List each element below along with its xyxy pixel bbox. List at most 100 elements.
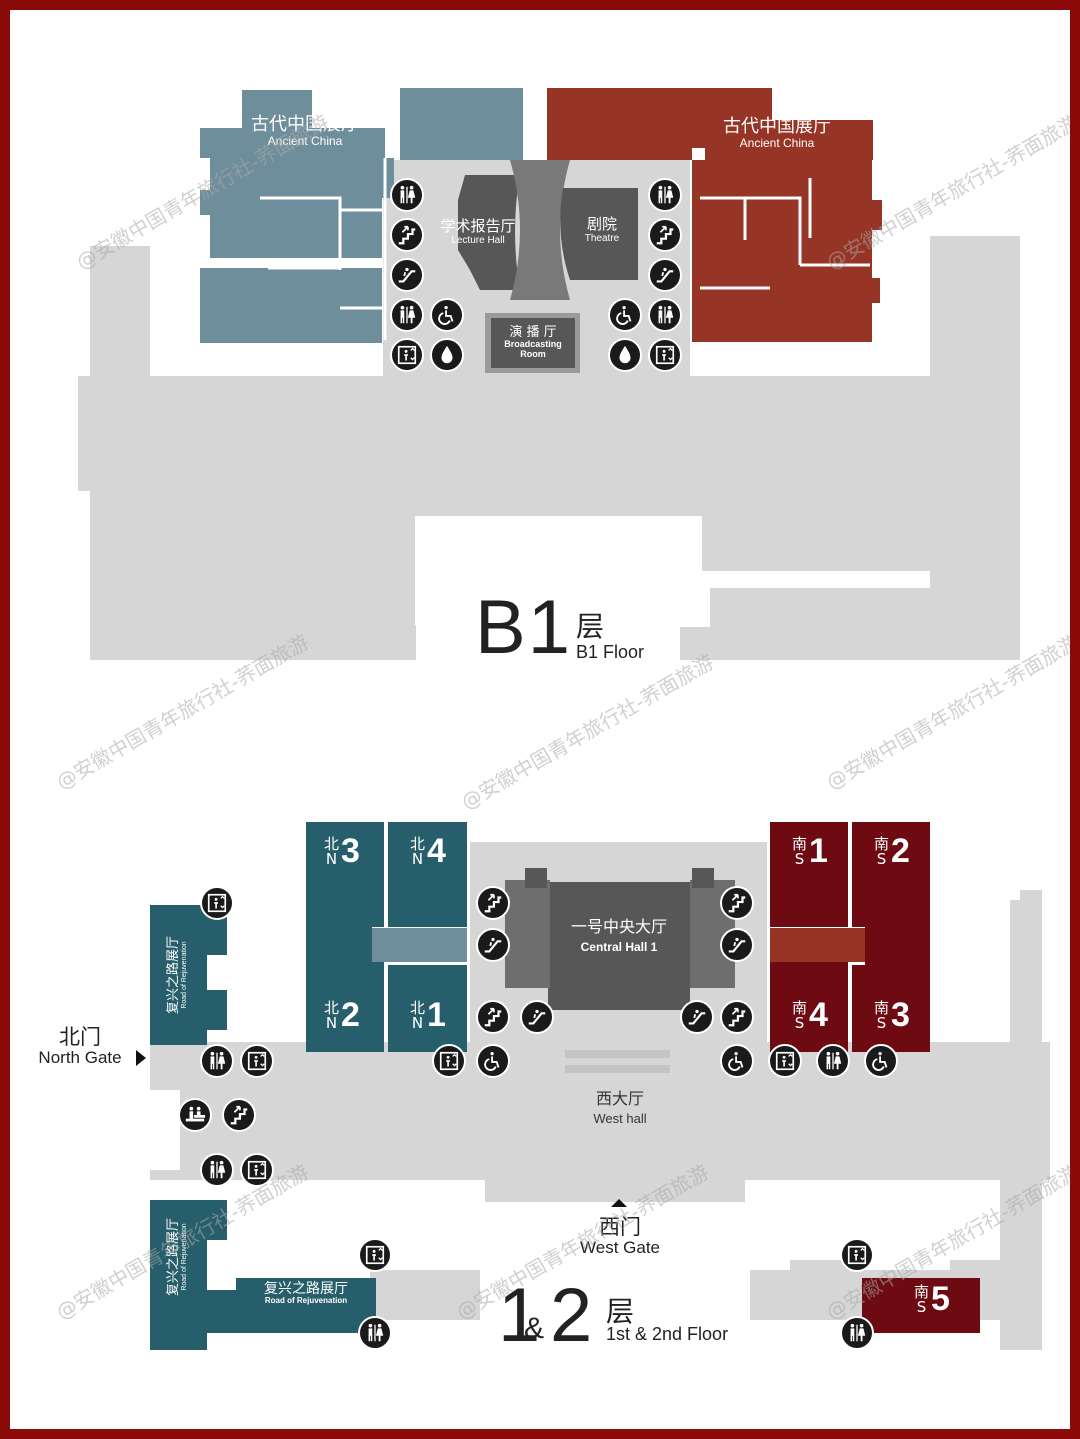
accessible-icon	[864, 1044, 898, 1078]
b1-floorplan	[78, 88, 1020, 660]
rejuv-horiz-label: 复兴之路展厅 Road of Rejuvenation	[236, 1281, 376, 1306]
room-s2-num: 2	[891, 832, 910, 870]
room-s1-letter: S	[794, 849, 805, 868]
accessible-icon	[608, 298, 642, 332]
room-s2-letter: S	[876, 849, 887, 868]
broadcast-cn: 演 播 厅	[509, 325, 557, 340]
restroom-icon	[816, 1044, 850, 1078]
theatre-label: 剧院 Theatre	[567, 216, 637, 244]
broadcast-room-label: 演 播 厅 Broadcasting Room	[491, 325, 575, 360]
elevator-icon	[200, 886, 234, 920]
room-n2-letter: N	[325, 1013, 338, 1032]
water-icon	[430, 338, 464, 372]
restroom-icon	[840, 1316, 874, 1350]
stairs-icon	[476, 886, 510, 920]
west-gate-label: 西门 West Gate	[560, 1215, 680, 1258]
info-desk-icon	[178, 1098, 212, 1132]
f12-floor-number-2: 2	[550, 1273, 593, 1358]
central-hall-en: Central Hall 1	[580, 939, 658, 954]
b1-right-hall-en: Ancient China	[739, 135, 815, 150]
elevator-icon	[390, 338, 424, 372]
room-n1-letter: N	[411, 1013, 424, 1032]
room-n3-letter: N	[325, 849, 338, 868]
room-n2-cn: 北	[324, 998, 340, 1017]
stairs-icon	[390, 218, 424, 252]
f12-floor-number-1: 1	[498, 1273, 541, 1358]
west-gate-cn: 西门	[599, 1215, 641, 1239]
rejuv-horiz-en: Road of Rejuvenation	[264, 1296, 348, 1306]
room-s3-cn: 南	[874, 998, 890, 1017]
west-hall-cn: 西大厅	[595, 1089, 644, 1108]
b1-right-hall-cn: 古代中国展厅	[723, 116, 831, 137]
rejuv-vert-cn: 复兴之路展厅	[166, 936, 181, 1015]
stairs-icon	[648, 218, 682, 252]
rejuv-horiz-cn: 复兴之路展厅	[264, 1281, 348, 1297]
theatre-en: Theatre	[584, 232, 620, 244]
b1-floor-en: B1 Floor	[576, 642, 645, 662]
rejuv-vert-en: Road of Rejuvenation	[181, 941, 188, 1009]
room-n3-cn: 北	[324, 834, 340, 853]
rejuv-vert-label-upper: 复兴之路展厅 Road of Rejuvenation	[162, 936, 188, 1020]
central-hall-label: 一号中央大厅 Central Hall 1	[548, 918, 690, 954]
lecture-hall-en: Lecture Hall	[451, 234, 505, 246]
lecture-hall-cn: 学术报告厅	[440, 217, 516, 235]
elevator-icon	[432, 1044, 466, 1078]
b1-floor-number: B1	[475, 585, 572, 670]
stairs-icon	[476, 1000, 510, 1034]
room-n1-cn: 北	[410, 998, 426, 1017]
west-gate-en: West Gate	[580, 1238, 660, 1258]
elevator-icon	[240, 1153, 274, 1187]
restroom-icon	[200, 1044, 234, 1078]
room-s4-letter: S	[794, 1013, 805, 1032]
room-s1-cn: 南	[792, 834, 808, 853]
central-hall-cn: 一号中央大厅	[570, 917, 667, 936]
room-s5-cn: 南	[914, 1282, 930, 1301]
escalator-icon	[390, 258, 424, 292]
b1-left-hall-label: 古代中国展厅 Ancient China	[235, 115, 375, 148]
elevator-icon	[648, 338, 682, 372]
escalator-icon	[520, 1000, 554, 1034]
restroom-icon	[358, 1316, 392, 1350]
f12-floorplan	[136, 822, 1050, 1350]
room-n4-num: 4	[427, 832, 446, 870]
b1-floor-cn: 层	[576, 610, 605, 643]
map-frame: 古代中国展厅 Ancient China 古代中国展厅 Ancient Chin…	[10, 10, 1070, 1429]
room-n4-letter: N	[411, 849, 424, 868]
room-s4-num: 4	[809, 996, 828, 1034]
west-hall-en: West hall	[593, 1110, 647, 1126]
escalator-icon	[648, 258, 682, 292]
restroom-icon	[648, 298, 682, 332]
room-s1-num: 1	[809, 832, 828, 870]
broadcast-en1: Broadcasting	[504, 339, 562, 350]
f12-floor-cn: 层	[606, 1295, 635, 1328]
restroom-icon	[200, 1153, 234, 1187]
elevator-icon	[768, 1044, 802, 1078]
restroom-icon	[390, 298, 424, 332]
lecture-hall-label: 学术报告厅 Lecture Hall	[428, 218, 528, 246]
stairs-icon	[222, 1098, 256, 1132]
escalator-icon	[476, 928, 510, 962]
restroom-icon	[390, 178, 424, 212]
accessible-icon	[476, 1044, 510, 1078]
accessible-icon	[720, 1044, 754, 1078]
elevator-icon	[358, 1238, 392, 1272]
broadcast-en2: Room	[520, 349, 546, 360]
f12-floor-amp: &	[524, 1312, 545, 1345]
elevator-icon	[840, 1238, 874, 1272]
north-gate-en: North Gate	[38, 1048, 122, 1068]
room-n2-num: 2	[341, 996, 360, 1034]
b1-left-hall-cn: 古代中国展厅	[251, 114, 359, 135]
stairs-icon	[720, 1000, 754, 1034]
west-hall-label: 西大厅 West hall	[550, 1090, 690, 1126]
room-s5-letter: S	[916, 1297, 927, 1316]
north-gate-cn: 北门	[59, 1025, 101, 1049]
stairs-icon	[720, 886, 754, 920]
accessible-icon	[430, 298, 464, 332]
